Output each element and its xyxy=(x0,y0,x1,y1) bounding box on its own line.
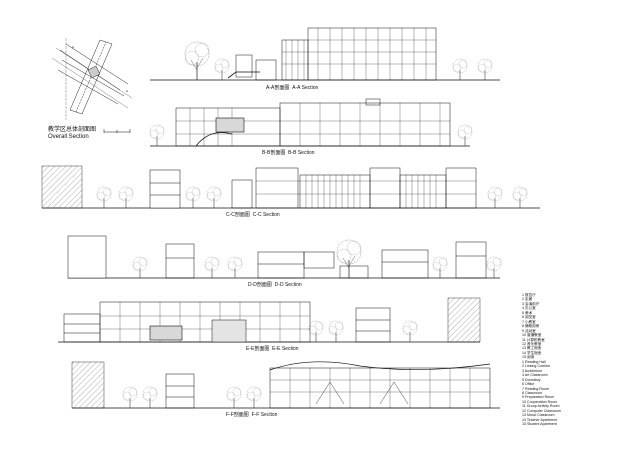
section-c-c xyxy=(41,165,540,209)
legend-item: 2 走廊 xyxy=(522,297,533,302)
section-label-en: F-F Section xyxy=(251,412,278,418)
legend-item: 5 Dormitory xyxy=(522,377,541,382)
legend-item: 11 计算机教室 xyxy=(522,337,545,342)
legend-item: 2 Linking Corridor xyxy=(522,364,551,369)
scale-bar xyxy=(103,129,131,133)
overall-title-cn: 教学区总体剖面图 xyxy=(48,127,97,133)
legend-item: 1 Reading Hall xyxy=(522,359,546,364)
section-e-e xyxy=(58,297,481,343)
legend-item: 14 Teacher Apartment xyxy=(522,417,558,422)
section-label-f-f: F-F剖面图 F-F Section xyxy=(226,412,277,418)
legend-item: 9 活动室 xyxy=(522,328,536,333)
legend-item: 6 Office xyxy=(522,382,535,387)
section-label-cn: C-C剖面图 xyxy=(226,212,250,218)
overall-title-en: Overall Section xyxy=(48,134,89,140)
svg-text:A: A xyxy=(126,89,128,93)
legend-item: 7 小教室 xyxy=(522,319,536,324)
section-label-c-c: C-C剖面图 C-C Section xyxy=(226,212,280,218)
legend-item: 15 阅读 xyxy=(522,355,535,360)
key-plan: A A xyxy=(51,38,133,120)
section-label-cn: A-A剖面图 xyxy=(266,85,290,91)
legend-item: 6 阅览室 xyxy=(522,315,536,320)
section-label-en: A-A Section xyxy=(292,85,319,91)
legend-item: 4 办公室 xyxy=(522,306,536,311)
section-d-d xyxy=(67,235,502,279)
section-label-d-d: D-D剖面图 D-D Section xyxy=(248,282,302,288)
legend-item: 12 Computer Classroom xyxy=(522,408,561,413)
section-label-cn: D-D剖面图 xyxy=(248,282,272,288)
section-label-en: E-E Section xyxy=(272,346,299,352)
legend-item: 3 会演前厅 xyxy=(522,301,540,306)
legend-item: 9 Preparation Room xyxy=(522,395,555,400)
svg-text:A: A xyxy=(72,45,74,49)
section-label-en: B-B Section xyxy=(288,150,315,156)
legend-item: 10 普通教室 xyxy=(522,333,542,338)
legend-item: 10 Cooperation Room xyxy=(522,399,558,404)
legend-item: 15 Student Apartment xyxy=(522,422,557,427)
section-label-cn: E-E剖面图 xyxy=(246,346,270,352)
section-f-f xyxy=(71,361,500,409)
section-label-en: C-C Section xyxy=(252,212,280,218)
section-a-a xyxy=(150,27,500,81)
legend-item: 7 Reading Room xyxy=(522,386,549,391)
room-legend: 1 报告厅 2 走廊 3 会演前厅 4 办公室 5 美术 6 阅览室 7 小教室… xyxy=(522,293,561,427)
section-label-en: D-D Section xyxy=(274,282,302,288)
legend-item: 13 Music Classroom xyxy=(522,413,555,418)
section-label-a-a: A-A剖面图 A-A Section xyxy=(266,85,318,91)
legend-item: 13 教工宿舍 xyxy=(522,346,542,351)
section-label-cn: F-F剖面图 xyxy=(226,412,249,418)
section-label-cn: B-B剖面图 xyxy=(262,150,286,156)
legend-item: 5 美术 xyxy=(522,310,533,315)
overall-section-title: 教学区总体剖面图 Overall Section xyxy=(48,127,96,141)
legend-item: 8 Classroom xyxy=(522,390,543,395)
legend-item: 11 Group Activity Room xyxy=(522,404,560,409)
legend-item: 14 学生宿舍 xyxy=(522,350,542,355)
legend-item: 1 报告厅 xyxy=(522,293,536,297)
section-b-b xyxy=(149,98,473,147)
section-label-e-e: E-E剖面图 E-E Section xyxy=(246,346,299,352)
legend-item: 8 辅助用房 xyxy=(522,324,540,329)
legend-item: 3 Auditorium xyxy=(522,368,542,373)
legend-item: 12 音乐教室 xyxy=(522,341,542,346)
section-label-b-b: B-B剖面图 B-B Section xyxy=(262,150,315,156)
legend-item: 4 Art Classroom xyxy=(522,373,548,378)
